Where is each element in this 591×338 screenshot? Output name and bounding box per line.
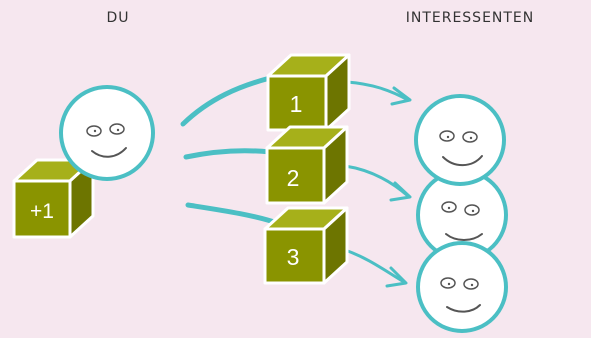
smiley-face-icon: [414, 94, 506, 186]
cube-icon: 1: [266, 53, 351, 132]
connector-line-3: [185, 202, 283, 227]
smiley-face-icon: [416, 241, 508, 333]
cube-label-3: 3: [287, 244, 300, 270]
label-interessenten: INTERESSENTEN: [406, 10, 535, 26]
cube-label-plus-one: +1: [30, 200, 54, 223]
curved-arrow-icon: [345, 80, 412, 106]
curved-arrow-icon: [343, 248, 408, 288]
curved-arrow-icon: [343, 164, 412, 202]
cube-label-1: 1: [290, 91, 303, 117]
connector-line-1: [180, 75, 273, 127]
cube-label-2: 2: [287, 165, 300, 191]
smiley-face-icon: [59, 85, 155, 181]
connector-line-2: [183, 148, 273, 160]
cube-icon: 3: [263, 206, 349, 285]
label-du: DU: [106, 10, 129, 26]
cube-icon: 2: [265, 125, 349, 205]
